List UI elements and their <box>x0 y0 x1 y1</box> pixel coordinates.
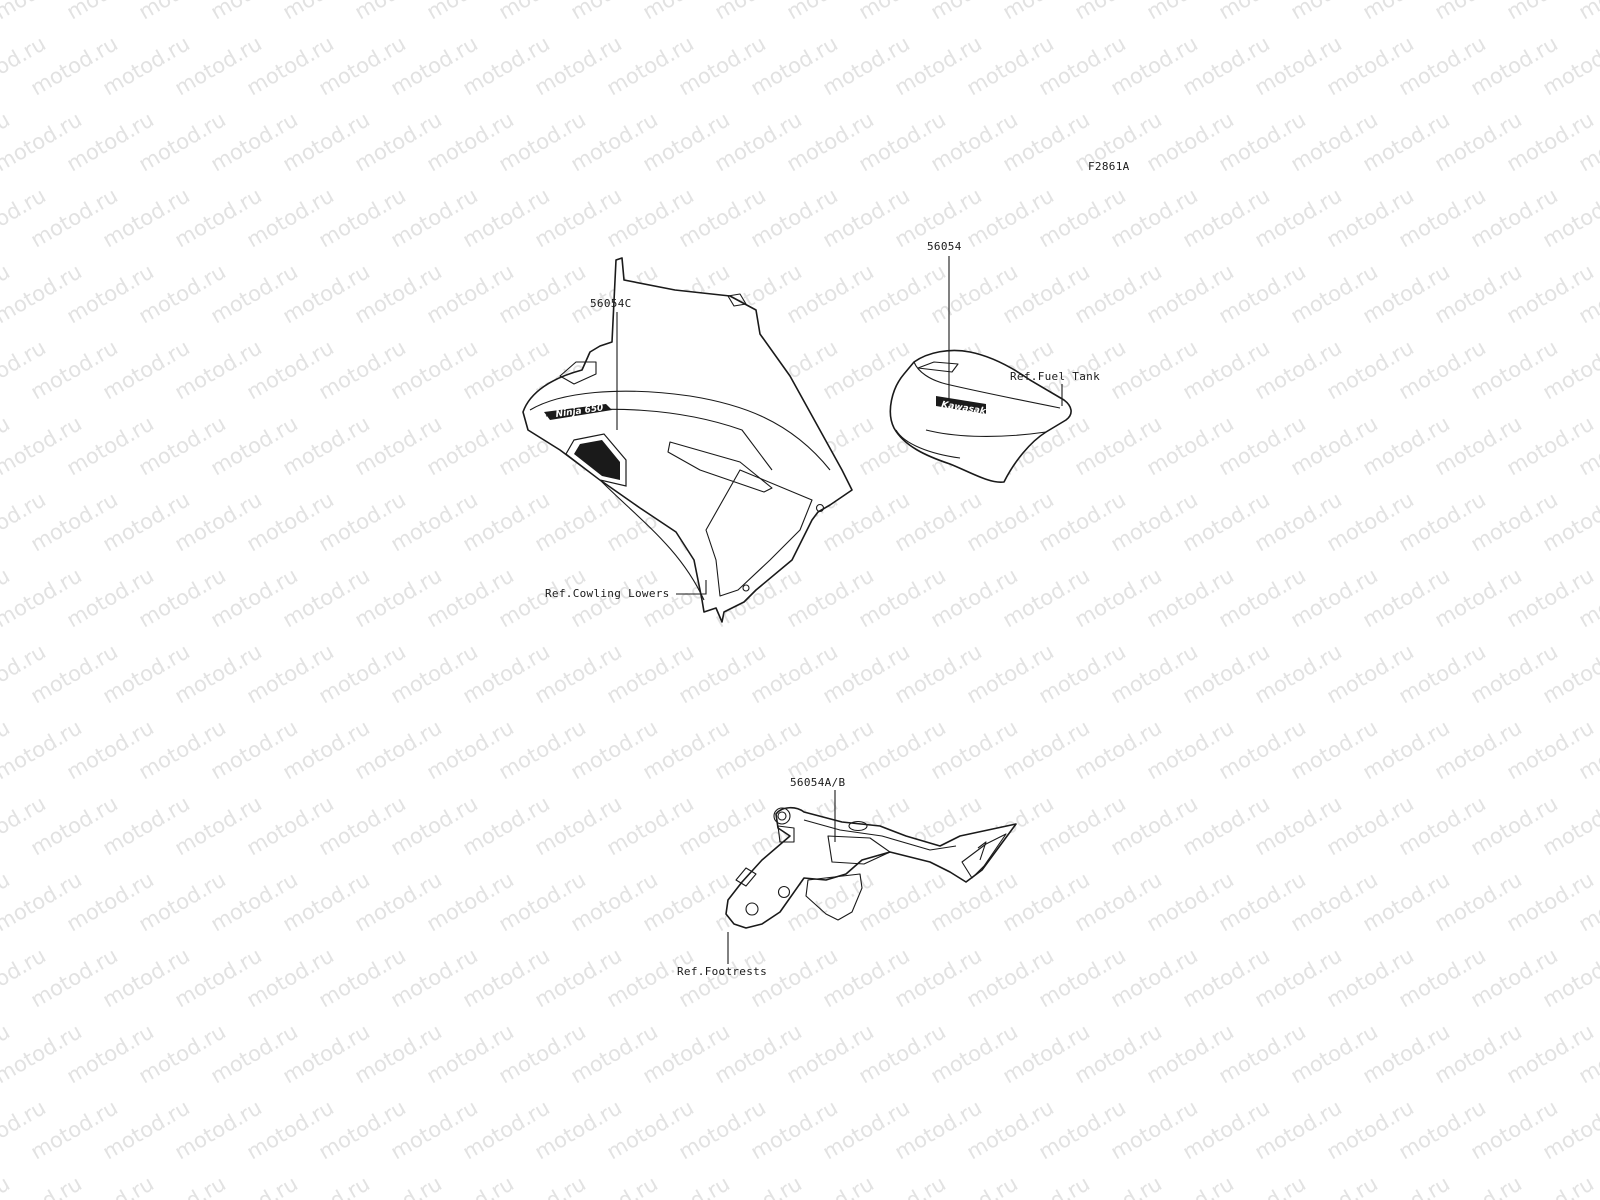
fuel-tank-ref-label: Ref.Fuel Tank <box>1010 370 1100 383</box>
footrest-bracket-mount-tab <box>777 825 795 843</box>
cowling-bolt-hole-lower <box>742 584 750 592</box>
footrest-bracket-part-number: 56054A/B <box>790 776 845 789</box>
upper-cowling-ref-label: Ref.Cowling Lowers <box>545 587 670 600</box>
fuel-tank-logo-decal <box>936 396 986 414</box>
footrest-bracket-upper-rib <box>803 819 957 851</box>
footrest-bracket-heel-mark <box>977 841 987 861</box>
footrest-bracket-drawing <box>725 806 1017 929</box>
upper-cowling-ref-leader <box>676 580 707 595</box>
fuel-tank-cap-edge <box>917 361 959 373</box>
footrest-bracket-hole-middle <box>777 885 791 899</box>
cowling-front-edge <box>599 479 705 601</box>
watermark-text: motod.ru <box>0 1171 86 1200</box>
fuel-tank-drawing: Kawasaki <box>889 349 1072 483</box>
upper-cowling-part-number: 56054C <box>590 297 632 310</box>
cowling-outline <box>522 257 853 623</box>
footrest-bracket-ref-label: Ref.Footrests <box>677 965 767 978</box>
upper-cowling-drawing: Ninja 650 <box>522 257 853 623</box>
fuel-tank-contour <box>925 429 1047 438</box>
footrest-bracket-heel-guard <box>961 833 1007 879</box>
footrest-bracket-decal-area <box>827 835 891 865</box>
cowling-vent <box>667 441 773 493</box>
cowling-lower-panel <box>705 469 813 597</box>
footrest-bracket-lower-window <box>805 873 863 921</box>
fuel-tank-top-ridge <box>913 361 1061 409</box>
cowling-model-decal <box>544 404 612 420</box>
footrest-bracket-outline <box>725 806 1017 929</box>
cowling-bolt-hole <box>815 503 825 513</box>
footrest-bracket-hole-top <box>848 820 868 832</box>
watermark-text: motod.ru <box>1575 0 1600 24</box>
footrest-bracket-front-tab <box>735 867 757 887</box>
watermark-text: motod.ru <box>0 1171 14 1200</box>
cowling-side-decal-fill <box>574 440 620 480</box>
cowling-mount <box>727 293 747 307</box>
footrest-bracket-hole-front <box>745 902 759 916</box>
fuel-tank-part-number: 56054 <box>927 240 962 253</box>
cowling-inner-edge <box>529 390 831 471</box>
figure-code: F2861A <box>1088 160 1130 173</box>
footrest-bracket-pivot-inner <box>777 811 787 821</box>
cowling-tab <box>559 361 597 385</box>
fuel-tank-knee-recess <box>895 429 961 459</box>
footrest-bracket-pivot <box>773 807 791 825</box>
